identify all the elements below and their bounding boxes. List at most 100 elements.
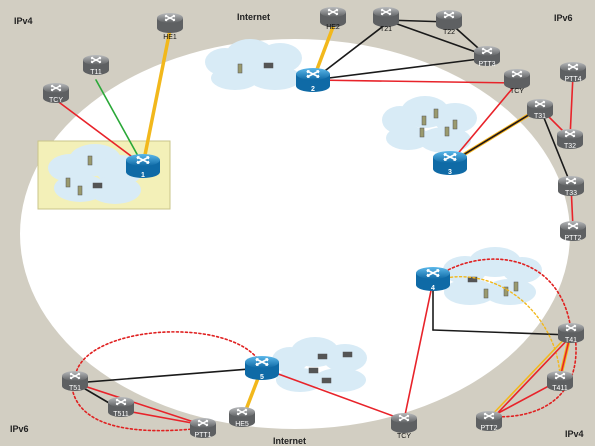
router-label-4: 4 [431, 285, 435, 292]
region-label-ipv6-top-right: IPv6 [554, 13, 573, 23]
peer-ptt2-bottom[interactable]: PTT2 [476, 411, 502, 432]
router-label-5: 5 [260, 374, 264, 381]
link-t41-ptt2 [488, 331, 572, 419]
peer-t41[interactable]: T41 [558, 323, 584, 344]
server-icon [65, 177, 71, 188]
peer-label: HE2 [326, 24, 340, 31]
peer-label: TCY [397, 433, 411, 440]
laptop-icon [321, 377, 332, 384]
link-r1-tcy [55, 99, 144, 166]
peer-t11[interactable]: T11 [83, 55, 109, 76]
laptop-icon [308, 367, 319, 374]
router-label-2: 2 [311, 86, 315, 93]
link-t51-ptt1-dotted [71, 387, 204, 432]
router-r5[interactable]: 5 [245, 356, 279, 381]
router-label-3: 3 [448, 169, 452, 176]
peer-ptt2-right[interactable]: PTT2 [560, 221, 586, 242]
peer-tcy-bottom[interactable]: TCY [391, 413, 417, 440]
link-r5-t51 [74, 367, 263, 384]
region-label-ipv4-top-left: IPv4 [14, 16, 33, 26]
link-ptt2-t41-dotted [488, 334, 577, 418]
peer-he2[interactable]: HE2 [320, 7, 346, 31]
link-r1-t11 [95, 79, 144, 166]
peer-label: PTT2 [564, 235, 581, 242]
server-icon [419, 127, 425, 138]
laptop-icon [263, 62, 274, 69]
peer-ptt4[interactable]: PTT4 [560, 62, 586, 83]
peer-label: T22 [443, 29, 455, 36]
peer-label: T41 [565, 337, 577, 344]
link-r1-he1 [141, 28, 172, 167]
laptop-icon [467, 276, 478, 283]
peer-label: PTT1 [194, 432, 211, 439]
peer-label: T511 [113, 411, 129, 418]
peer-label: HE1 [163, 34, 177, 41]
cloud-site-3 [382, 96, 477, 153]
server-icon [421, 115, 427, 126]
server-icon [483, 288, 489, 299]
peer-label: PTT3 [478, 61, 495, 68]
link-ptt4-t32 [569, 74, 574, 139]
peer-label: PTT4 [564, 76, 581, 83]
link-t511-ptt1 [120, 409, 204, 426]
peer-t22[interactable]: T22 [436, 10, 462, 36]
server-icon [452, 119, 458, 130]
peer-he1[interactable]: HE1 [157, 13, 183, 41]
server-icon [87, 155, 93, 166]
peer-t511[interactable]: T511 [108, 397, 134, 418]
peer-he5[interactable]: HE5 [229, 407, 255, 428]
peer-label: PTT2 [480, 425, 497, 432]
hosts-site-5 [308, 351, 353, 384]
router-label-1: 1 [141, 172, 145, 179]
link-r5-t51-dotted [74, 331, 261, 379]
server-icon [237, 63, 243, 74]
hosts-site-3 [419, 108, 458, 138]
link-r4-t411-dotted-yellow [432, 276, 561, 381]
peer-label: T32 [564, 143, 576, 150]
peer-t32[interactable]: T32 [557, 129, 583, 150]
hosts-site-1 [65, 155, 103, 196]
router-r4[interactable]: 4 [416, 267, 450, 292]
peer-tcy-right[interactable]: TCY [504, 69, 530, 95]
router-r3[interactable]: 3 [433, 151, 467, 176]
peer-t21[interactable]: T21 [373, 7, 399, 33]
router-r2[interactable]: 2 [296, 68, 330, 93]
link-r4-t41-black-h [432, 329, 572, 336]
link-r2-tcy [312, 79, 518, 84]
peer-t411[interactable]: T411 [547, 371, 573, 392]
link-t51-ptt1 [74, 382, 204, 426]
peer-label: T11 [90, 69, 102, 76]
hosts-site-2 [237, 62, 274, 74]
peer-ptt3[interactable]: PTT3 [474, 46, 500, 68]
region-label-ipv4-bottom-right: IPv4 [565, 429, 584, 439]
server-icon [77, 185, 83, 196]
region-label-internet-bottom: Internet [273, 436, 306, 446]
laptop-icon [92, 182, 103, 189]
peer-label: TCY [49, 97, 63, 104]
peer-tcy-left[interactable]: TCY [43, 83, 69, 104]
laptop-icon [342, 351, 353, 358]
region-label-ipv6-bottom-left: IPv6 [10, 424, 29, 434]
peer-t33[interactable]: T33 [558, 176, 584, 197]
router-r1[interactable]: 1 [126, 154, 160, 179]
link-t31-t33 [539, 107, 572, 186]
link-r3-t32 [449, 107, 541, 164]
peer-label: T33 [565, 190, 577, 197]
link-r4-t41-dotted [432, 258, 572, 331]
peer-t51[interactable]: T51 [62, 371, 88, 392]
server-icon [503, 286, 509, 297]
link-r2-ptt3 [312, 57, 488, 81]
link-r5-tcy [261, 367, 405, 421]
link-t41-ptt2-red [490, 333, 574, 421]
server-icon [433, 108, 439, 119]
peer-t31[interactable]: T31 [527, 99, 553, 120]
peer-label: T21 [380, 26, 392, 33]
link-t21-ptt3 [385, 19, 488, 57]
peer-ptt1[interactable]: PTT1 [190, 418, 216, 439]
link-r3-tcy [449, 82, 518, 164]
laptop-icon [317, 353, 328, 360]
link-r4-tcy [403, 280, 434, 421]
peer-label: T31 [534, 113, 546, 120]
peer-label: TCY [510, 88, 524, 95]
